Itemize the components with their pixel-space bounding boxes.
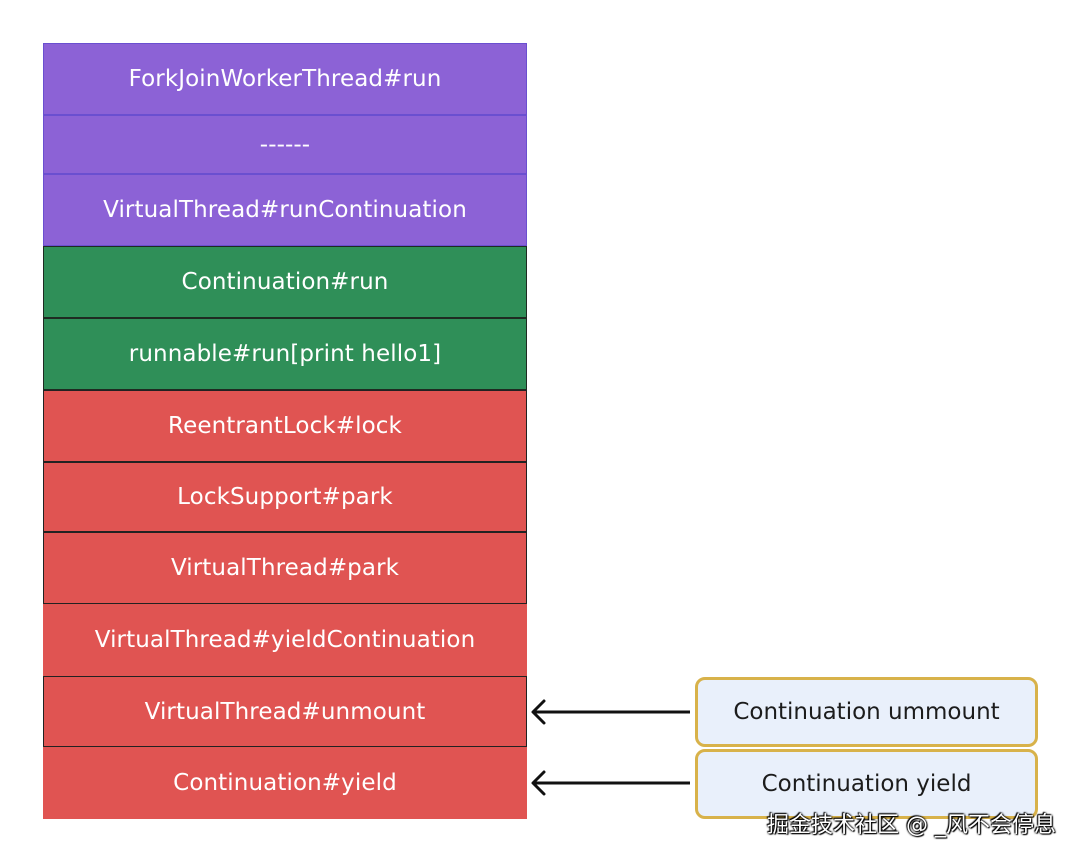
stack-frame-continuation-run: Continuation#run: [43, 246, 527, 318]
callout-continuation-unmount: Continuation ummount: [695, 677, 1038, 747]
stack-frame-forkjoin-run: ForkJoinWorkerThread#run: [43, 43, 527, 115]
unmount-arrow: [531, 699, 690, 725]
stack-frame-ellipsis: ------: [43, 115, 527, 174]
callout-continuation-yield: Continuation yield: [695, 749, 1038, 819]
stack-frame-continuation-yield: Continuation#yield: [43, 747, 527, 819]
stack-frame-unmount: VirtualThread#unmount: [43, 676, 527, 747]
stack-frame-run-continuation: VirtualThread#runContinuation: [43, 174, 527, 246]
stack-frame-locksupport-park: LockSupport#park: [43, 462, 527, 532]
stack-frame-yield-continuation: VirtualThread#yieldContinuation: [43, 604, 527, 676]
yield-arrow: [531, 770, 690, 796]
stack-frame-runnable-run: runnable#run[print hello1]: [43, 318, 527, 390]
stack-frame-virtualthread-park: VirtualThread#park: [43, 532, 527, 604]
stack-frame-reentrantlock-lock: ReentrantLock#lock: [43, 390, 527, 462]
watermark: 掘金技术社区 @ _风不会停息: [767, 813, 1056, 838]
